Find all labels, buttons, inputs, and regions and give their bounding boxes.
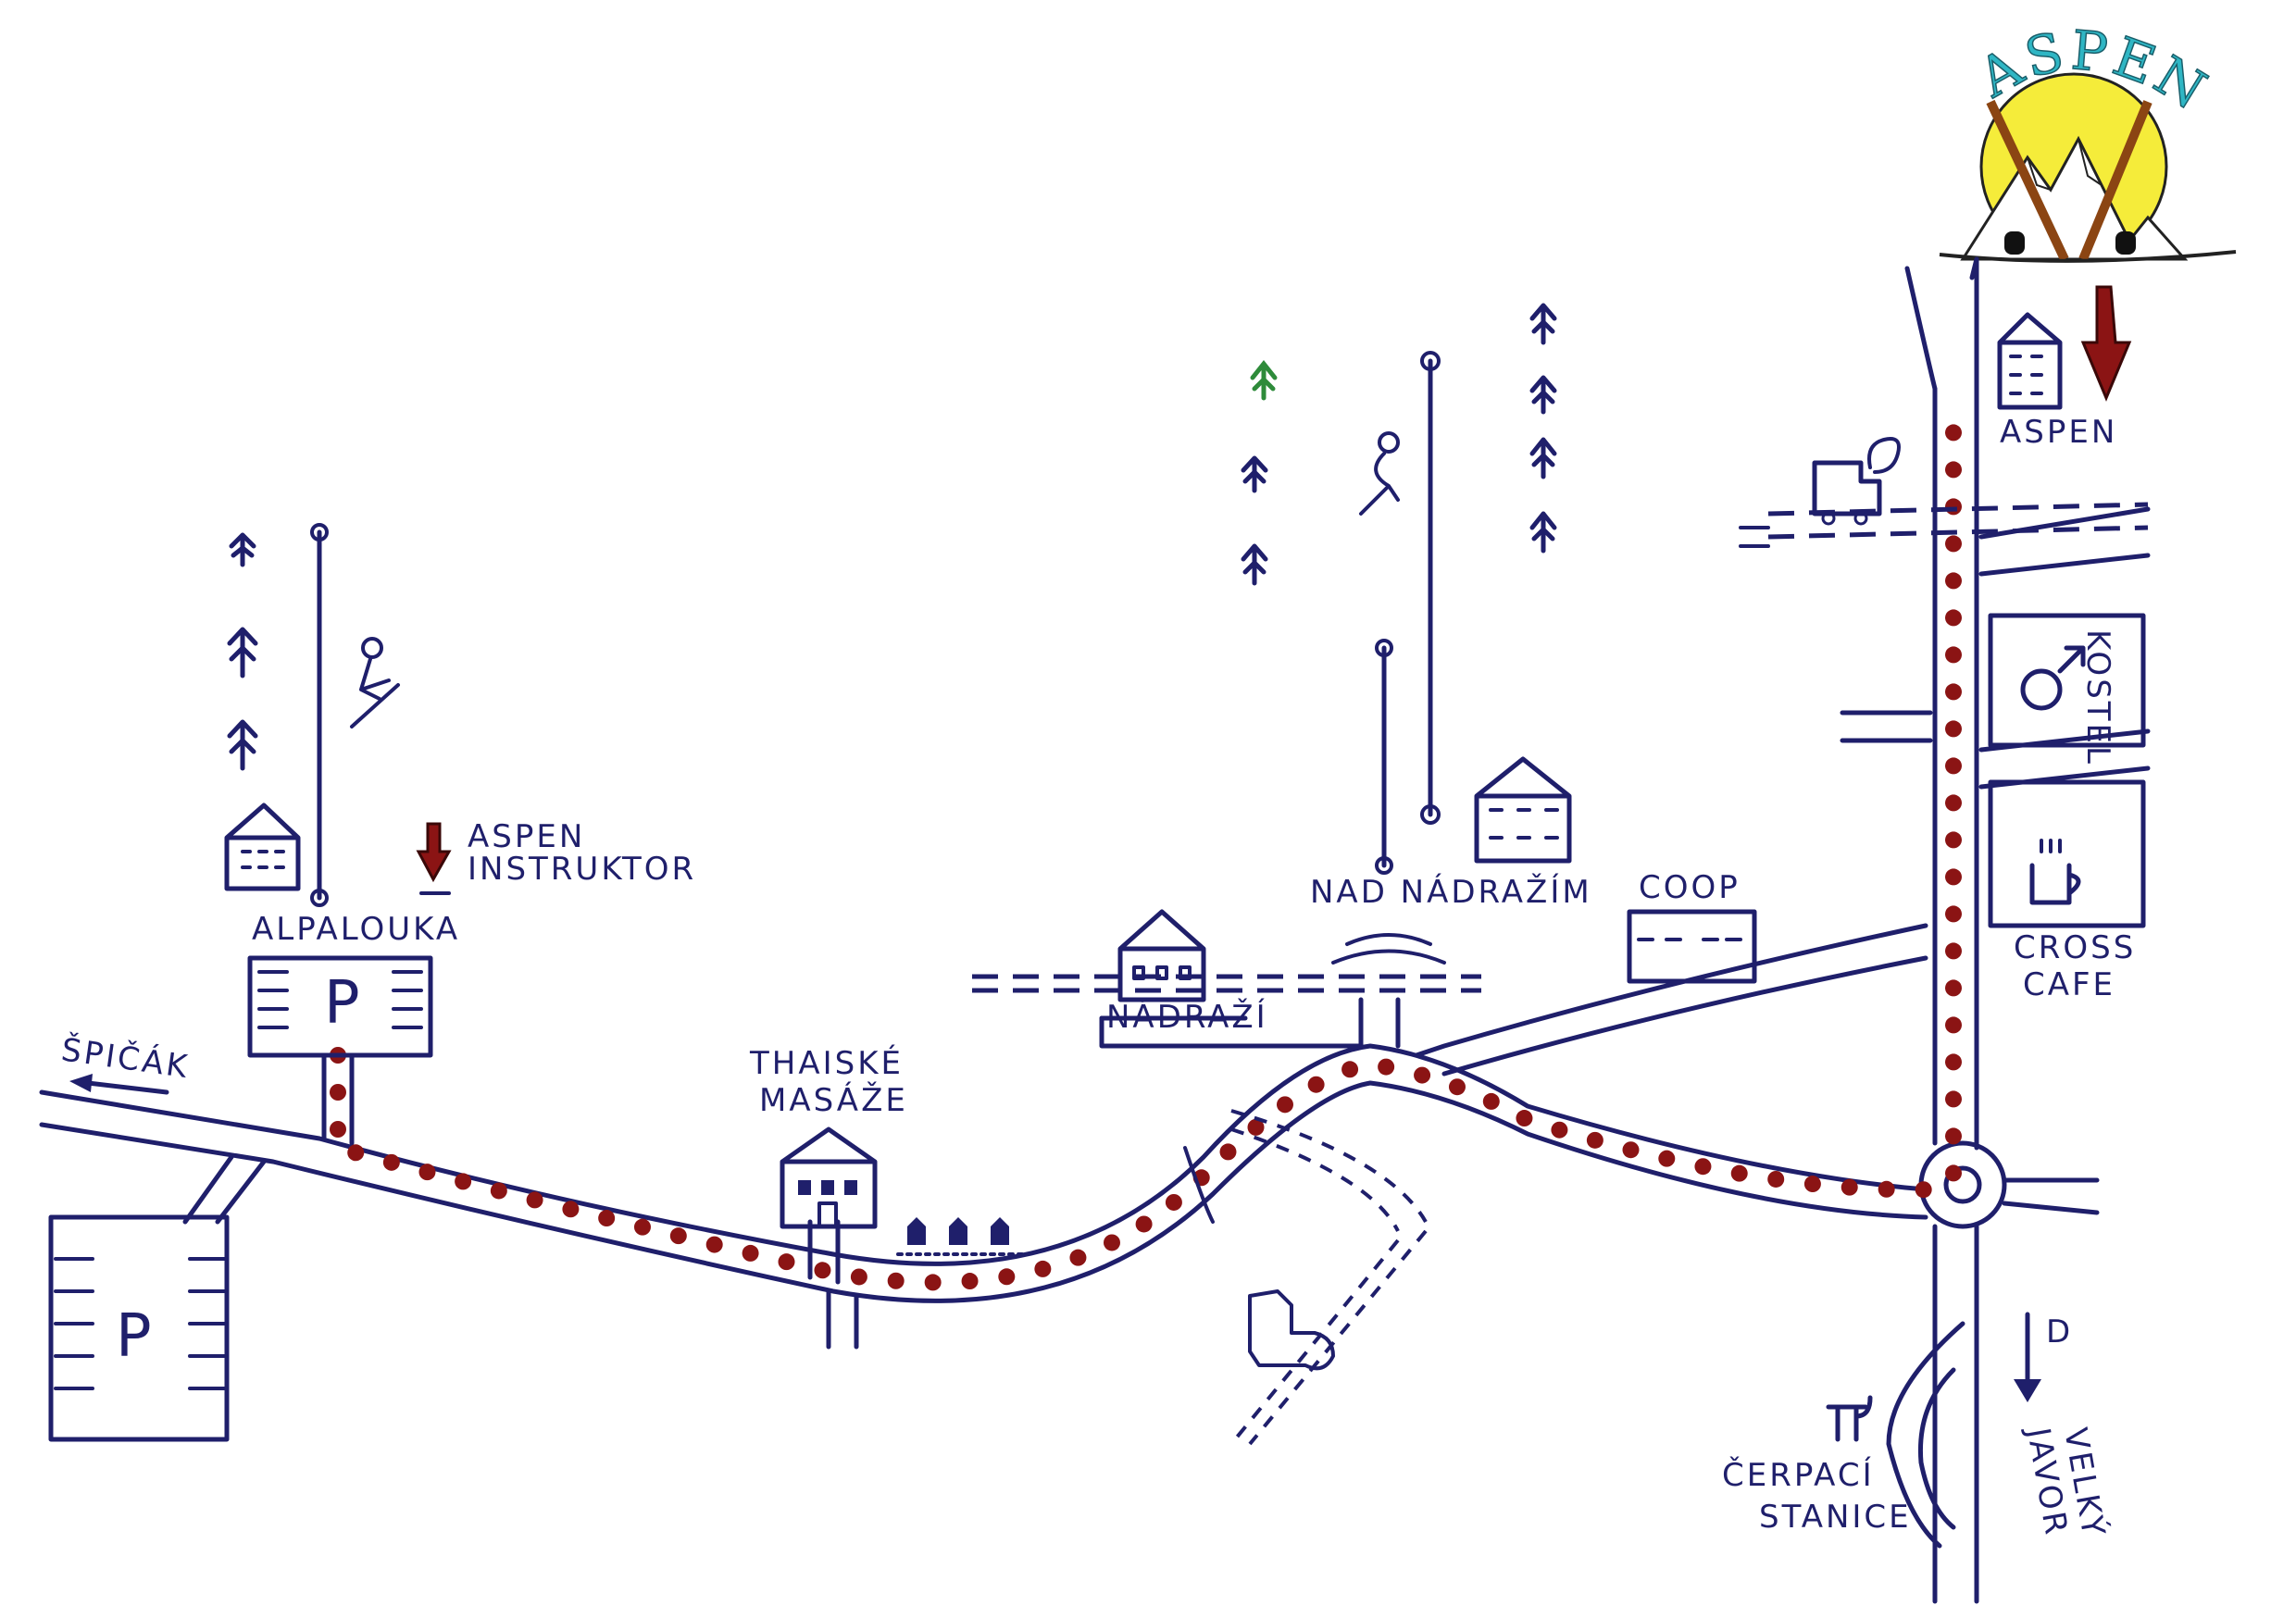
- parking-p-label: P: [116, 1302, 152, 1371]
- logo-ski-left: [1986, 99, 2069, 262]
- label-thaiske-1: THAISKÉ: [749, 1044, 904, 1082]
- parking-p-label: P: [324, 969, 360, 1038]
- lift-nad-nadrazim-2[interactable]: [1375, 639, 1393, 875]
- nad-nadrazim-building: [1474, 756, 1572, 864]
- alpalouka-building: [224, 803, 301, 891]
- huts-icon: [896, 1217, 1029, 1256]
- church-icon: [1988, 613, 2146, 748]
- aspen-logo: ASPEN: [1939, 18, 2237, 263]
- lift-nad-nadrazim-1[interactable]: [1420, 351, 1441, 825]
- label-stanice: STANICE: [1759, 1499, 1912, 1536]
- label-aspen-instruktor-2: INSTRUKTOR: [468, 851, 696, 888]
- sledder-icon: [1359, 431, 1400, 516]
- walking-route: [330, 390, 1962, 1291]
- label-aspen-instruktor-1: ASPEN: [468, 818, 585, 855]
- label-nad-nadrazim: NAD NÁDRAŽÍM: [1310, 873, 1592, 911]
- parking-big[interactable]: P: [48, 1214, 230, 1442]
- label-aspen-top: ASPEN: [2000, 414, 2117, 451]
- label-cross: CROSS: [2014, 929, 2136, 966]
- railways: [972, 502, 2149, 1446]
- label-alpalouka: ALPALOUKA: [252, 911, 460, 948]
- logo-ski-right: [2078, 100, 2152, 261]
- label-nadrazi: NÁDRAŽÍ: [1106, 998, 1268, 1036]
- label-coop: COOP: [1639, 869, 1741, 906]
- aspen-hotel-building: [1997, 312, 2063, 410]
- factory-icon: [1248, 1289, 1335, 1371]
- label-kostel: KOSTEL: [2079, 629, 2116, 766]
- lift-alpalouka[interactable]: [310, 523, 329, 907]
- label-direction-d: D: [2046, 1313, 2073, 1350]
- label-thaiske-2: MASÁŽE: [759, 1081, 908, 1119]
- label-spicak: ŠPIČÁK: [59, 1030, 193, 1086]
- logo-mountains: [1960, 135, 2189, 261]
- train-icon: [1812, 437, 1901, 526]
- coop-building: [1627, 909, 1757, 984]
- map-labels: ŠPIČÁK ALPALOUKA ASPEN INSTRUKTOR THAISK…: [59, 414, 2136, 1541]
- label-cafe: CAFE: [2023, 966, 2115, 1003]
- thai-massage-building: [780, 1126, 878, 1229]
- cafe-icon: [1988, 779, 2146, 928]
- nadrazi-building: [1117, 909, 1206, 1002]
- direction-arrow-icon: [2014, 1312, 2041, 1402]
- label-cerpaci: ČERPACÍ: [1722, 1456, 1875, 1494]
- skier-icon: [350, 637, 400, 728]
- instruktor-arrow-icon: [416, 822, 452, 895]
- trees: [227, 303, 1557, 771]
- gas-pump-icon: [1826, 1395, 1873, 1442]
- red-arrow-icon: [2080, 285, 2132, 402]
- spicak-arrow-icon: [69, 1074, 169, 1095]
- parking-alpalouka[interactable]: P: [247, 955, 433, 1058]
